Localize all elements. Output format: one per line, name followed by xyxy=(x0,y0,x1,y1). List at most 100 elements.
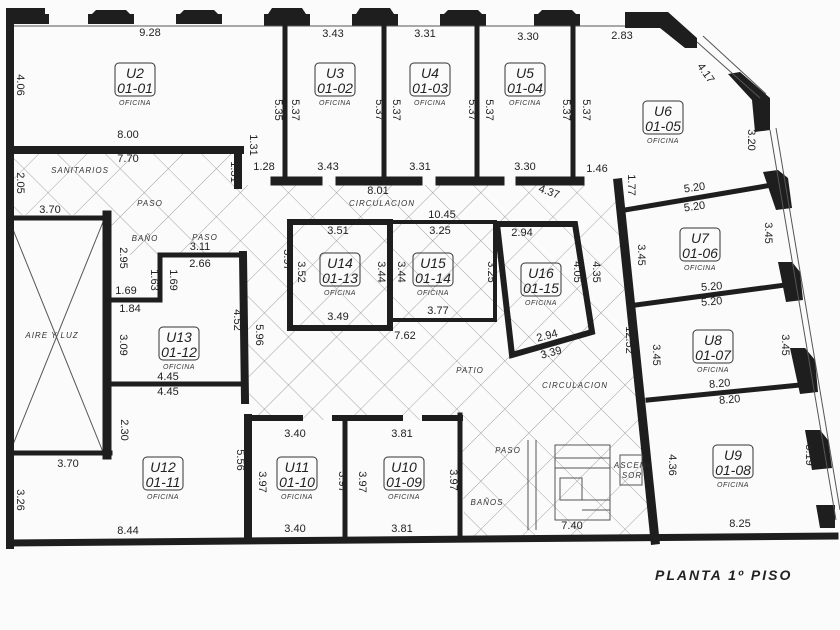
dimension-label: 3.31 xyxy=(414,28,435,40)
unit-id: U15 xyxy=(420,255,446,271)
unit-use: OFICINA xyxy=(697,367,729,374)
dimension-label: 8.01 xyxy=(367,185,388,197)
area-label: PASO xyxy=(137,199,163,208)
unit-box xyxy=(642,100,684,135)
unit-code: 01-07 xyxy=(695,347,732,363)
walls xyxy=(6,8,839,549)
dimension-label: 4.35 xyxy=(590,261,602,282)
dimension-label: 1.46 xyxy=(586,163,607,175)
dimension-label: 7.70 xyxy=(117,153,138,165)
dimension-label: 3.30 xyxy=(517,31,538,43)
unit-code: 01-01 xyxy=(117,80,153,96)
unit-box xyxy=(520,262,562,297)
dimension-label: 3.25 xyxy=(485,261,497,282)
dimension-label: 5.37 xyxy=(580,99,592,120)
area-label: PASO xyxy=(192,233,218,242)
unit-use: OFICINA xyxy=(119,100,151,107)
dimension-label: 7.40 xyxy=(561,520,582,532)
dimension-label: 1.31 xyxy=(228,161,240,182)
dimension-label: 3.70 xyxy=(39,204,60,216)
dimension-label: 3.20 xyxy=(745,129,757,150)
area-label: SOR xyxy=(622,471,642,480)
dimension-label: 7.62 xyxy=(394,330,415,342)
dimension-label: 3.39 xyxy=(539,345,563,362)
dimension-label: 5.56 xyxy=(234,449,246,470)
unit-code: 01-11 xyxy=(146,474,181,490)
dimension-label: 3.97 xyxy=(447,469,459,490)
unit-code: 01-05 xyxy=(645,118,681,134)
unit-box xyxy=(692,329,734,364)
dimension-label: 3.31 xyxy=(409,161,430,173)
dimension-label: 3.97 xyxy=(356,471,368,492)
unit-id: U5 xyxy=(516,65,534,81)
unit-box xyxy=(276,456,318,491)
facade-piers xyxy=(8,8,835,528)
dimension-label: 1.84 xyxy=(119,303,140,315)
dimension-label: 5.37 xyxy=(483,99,495,120)
unit-id: U2 xyxy=(126,65,144,81)
unit-code: 01-15 xyxy=(523,280,559,296)
unit-box xyxy=(504,62,546,97)
unit-use: OFICINA xyxy=(281,494,313,501)
dimension-label: 3.25 xyxy=(429,225,450,237)
unit-id: U3 xyxy=(326,65,344,81)
dimension-label: 5.37 xyxy=(289,99,301,120)
area-label: CIRCULACION xyxy=(349,199,415,208)
dimension-label: 1.69 xyxy=(115,285,136,297)
dimension-label: 3.49 xyxy=(327,311,348,323)
dimension-label: 1.63 xyxy=(148,269,160,290)
dimension-label: 8.00 xyxy=(117,129,138,141)
area-label: ASCEN- xyxy=(613,461,650,470)
dimension-label: 8.20 xyxy=(719,393,741,407)
unit-use: OFICINA xyxy=(417,290,449,297)
dimension-label: 4.52 xyxy=(231,309,243,330)
unit-code: 01-12 xyxy=(161,344,197,360)
dimension-label: 3.45 xyxy=(779,334,791,355)
plan-title: PLANTA 1º PISO xyxy=(655,567,792,583)
dimension-label: 4.17 xyxy=(694,61,716,85)
dimension-label: 3.51 xyxy=(327,225,348,237)
dimension-label: 3.45 xyxy=(762,222,774,243)
facade-lines xyxy=(8,25,840,521)
dimension-label: 3.97 xyxy=(256,471,268,492)
unit-use: OFICINA xyxy=(147,494,179,501)
dimension-label: 3.44 xyxy=(395,261,407,282)
dimension-label: 1.69 xyxy=(167,269,179,290)
dimension-label: 4.06 xyxy=(14,74,26,95)
unit-code: 01-14 xyxy=(415,270,451,286)
unit-id: U16 xyxy=(528,265,554,281)
unit-id: U10 xyxy=(391,459,417,475)
dimension-label: 1.77 xyxy=(625,174,637,195)
dimension-label: 2.95 xyxy=(117,247,129,268)
dimension-label: 5.20 xyxy=(683,200,706,215)
dimension-label: 3.09 xyxy=(117,334,129,355)
dimension-label: 4.45 xyxy=(157,386,178,398)
dimension-label: 5.37 xyxy=(466,99,478,120)
dimension-label: 3.11 xyxy=(190,241,211,253)
unit-use: OFICINA xyxy=(324,290,356,297)
dimension-label: 10.45 xyxy=(428,209,456,221)
unit-box xyxy=(314,62,356,97)
light-well xyxy=(9,221,104,453)
unit-use: OFICINA xyxy=(525,300,557,307)
dimension-label: 2.05 xyxy=(14,172,26,193)
unit-use: OFICINA xyxy=(717,482,749,489)
dimension-label: 3.81 xyxy=(391,428,412,440)
unit-code: 01-13 xyxy=(322,270,358,286)
unit-id: U6 xyxy=(654,103,672,119)
unit-id: U14 xyxy=(327,255,353,271)
dimension-label: 4.05 xyxy=(571,261,583,282)
dimension-label: 3.43 xyxy=(322,28,343,40)
unit-box xyxy=(383,456,425,491)
dimension-label: 3.30 xyxy=(514,161,535,173)
area-label: PATIO xyxy=(456,366,484,375)
unit-id: U12 xyxy=(150,459,176,475)
dimension-label: 3.97 xyxy=(336,471,348,492)
